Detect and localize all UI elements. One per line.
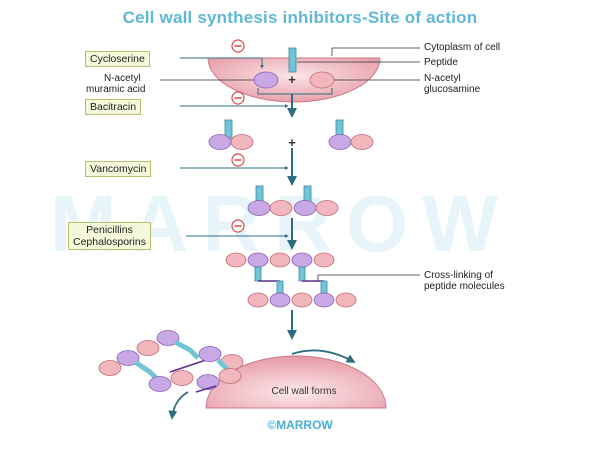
nam-label-line1: N-acetyl [104, 73, 141, 84]
nam-shape [253, 71, 279, 89]
inhibit-icon [231, 91, 245, 105]
plus-sign: + [288, 135, 296, 150]
crosslink-label: Cross-linking of peptide molecules [424, 270, 505, 292]
nam-label: N-acetyl muramic acid [86, 73, 145, 95]
cytoplasm-leader [331, 47, 420, 56]
monomer-left [208, 119, 254, 150]
cytoplasm-shape [207, 57, 381, 103]
cell-wall-label: Cell wall forms [271, 386, 337, 397]
crosslink-label-line1: Cross-linking of [424, 270, 493, 281]
drug-cephalosporins: Cephalosporins [73, 236, 146, 248]
diagram-title: Cell wall synthesis inhibitors-Site of a… [122, 8, 478, 27]
inhibit-icon [231, 153, 245, 167]
drug-penicillins: Penicillins [86, 224, 133, 236]
drug-vancomycin: Vancomycin [85, 161, 152, 177]
plus-sign: + [288, 72, 296, 87]
nag-label: N-acetyl glucosamine [424, 73, 480, 95]
cytoplasm-label: Cytoplasm of cell [424, 42, 501, 53]
joined-chain [247, 185, 339, 216]
nag-label-line2: glucosamine [424, 84, 481, 95]
peptide-label: Peptide [424, 57, 458, 68]
crosslink-label-line2: peptide molecules [424, 281, 505, 292]
peptide-shape [288, 47, 297, 73]
nag-shape [309, 71, 335, 89]
crosslink-leader [317, 274, 420, 281]
drug-penicillins-cephalosporins: Penicillins Cephalosporins [68, 222, 151, 250]
monomer-right [328, 119, 374, 150]
crosslinked-chains [225, 252, 357, 308]
inhibit-icon [231, 39, 245, 53]
curve-arrow-right [291, 349, 356, 363]
nag-label-line1: N-acetyl [424, 73, 461, 84]
peptidoglycan-lattice [98, 330, 244, 393]
drug-bacitracin: Bacitracin [85, 99, 142, 115]
inhibit-icon [231, 219, 245, 233]
curve-arrow-left [168, 391, 189, 420]
monomer-bracket [257, 88, 333, 95]
footer-copyright: ©MARROW [267, 418, 333, 432]
drug-cycloserine: Cycloserine [85, 51, 150, 67]
nam-label-line2: muramic acid [86, 84, 146, 95]
